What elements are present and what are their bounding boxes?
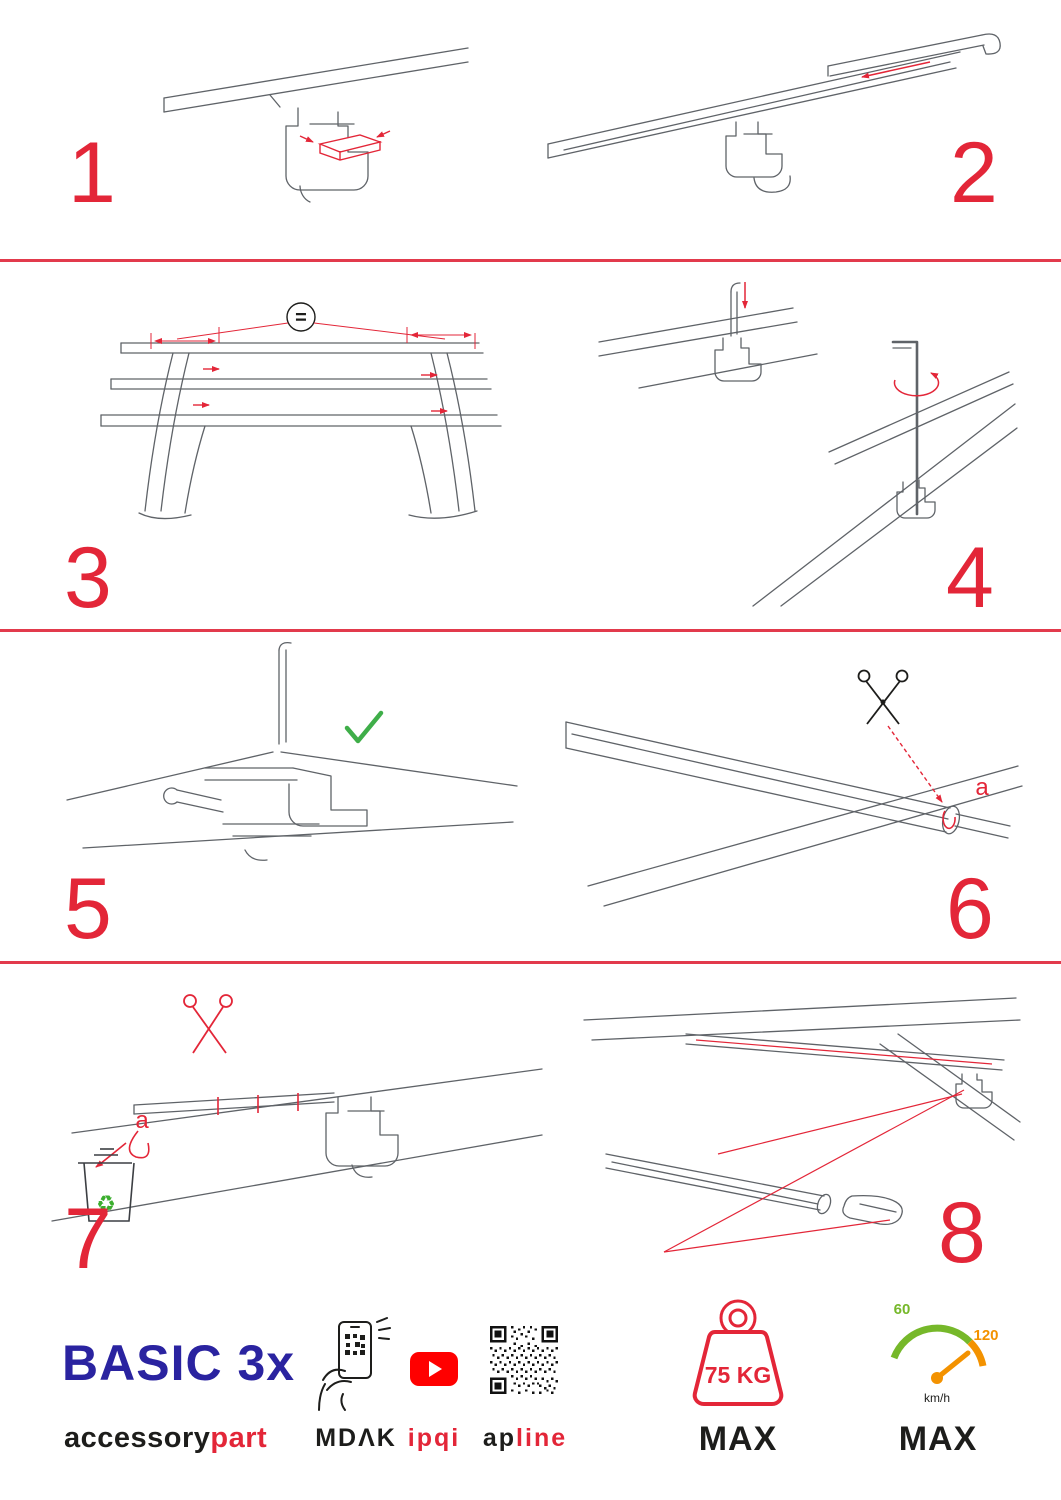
cut-line (887, 725, 956, 830)
max-speed-label: MAX (898, 1420, 978, 1458)
step-3-illustration: = (55, 283, 545, 533)
scissors-icon (857, 669, 909, 725)
section-divider-1 (0, 259, 1061, 262)
product-name: BASIC 3x (62, 1335, 296, 1391)
discard-strip-drawing (51, 1068, 543, 1222)
assembled-clamp-drawing (66, 642, 518, 861)
partner-app-label: MDΛK (315, 1424, 397, 1452)
roof-rail-drawing (163, 47, 469, 203)
section-divider-2 (0, 629, 1061, 632)
partner-qr-label: apline (482, 1424, 568, 1452)
step-number-5: 5 (64, 861, 112, 957)
step-number-2: 2 (950, 125, 998, 221)
section-divider-3 (0, 961, 1061, 964)
allen-key-icon (891, 340, 919, 516)
final-assembly-drawing (583, 997, 1021, 1226)
max-speed-icon: 60 120 km/h (872, 1296, 1004, 1414)
brand-name-red: part (210, 1422, 268, 1454)
step-1-illustration (150, 28, 480, 228)
bar-drawing (547, 33, 1001, 193)
crossbars-drawing (100, 342, 502, 520)
step-number-4: 4 (946, 530, 994, 626)
equal-spacing-symbol: = (286, 302, 316, 332)
youtube-icon (410, 1352, 458, 1386)
check-icon (344, 710, 384, 744)
part-a-label: a (135, 1107, 149, 1134)
speed-unit-label: km/h (924, 1391, 950, 1405)
step-number-8: 8 (938, 1185, 986, 1281)
leader-lines (663, 1039, 993, 1253)
equal-symbol-label: = (295, 307, 307, 329)
step-number-1: 1 (68, 125, 116, 221)
rotation-arrows (742, 282, 940, 397)
slide-arrow (861, 61, 931, 79)
step-2-illustration (530, 22, 1010, 222)
qr-code-icon (490, 1326, 558, 1394)
cut-strip-drawing (565, 721, 1023, 907)
part-a-label: a (975, 774, 989, 801)
partner-video-label: ipqi (407, 1424, 461, 1452)
scissors-icon (183, 994, 233, 1054)
recycle-icon: ♻ (96, 1191, 116, 1216)
max-weight-label: MAX (698, 1420, 778, 1458)
speed-high-label: 120 (973, 1327, 998, 1344)
phone-qr-icon (315, 1316, 399, 1411)
step-8-illustration (568, 982, 1023, 1282)
tighten-drawing (598, 282, 1018, 607)
step-5-illustration (55, 640, 525, 910)
step-number-6: 6 (946, 861, 994, 957)
trash-bin-icon (78, 1148, 135, 1222)
step-7-illustration: a ♻ (42, 985, 543, 1245)
step-4-illustration (585, 276, 1018, 607)
step-number-7: 7 (64, 1191, 112, 1287)
insert-plate-highlight (299, 130, 391, 161)
step-number-3: 3 (64, 530, 112, 626)
step-6-illustration: a (552, 668, 1023, 918)
max-weight-icon: 75 KG (672, 1296, 804, 1414)
dimension-lines (150, 322, 476, 414)
speed-low-label: 60 (894, 1301, 911, 1318)
gauge-needle (934, 1350, 971, 1381)
brand-name-black: accessory (64, 1422, 211, 1454)
max-weight-value: 75 KG (705, 1362, 771, 1388)
play-icon (429, 1361, 442, 1377)
cut-marks (95, 1093, 299, 1168)
brand-name: accessorypart (64, 1422, 267, 1455)
